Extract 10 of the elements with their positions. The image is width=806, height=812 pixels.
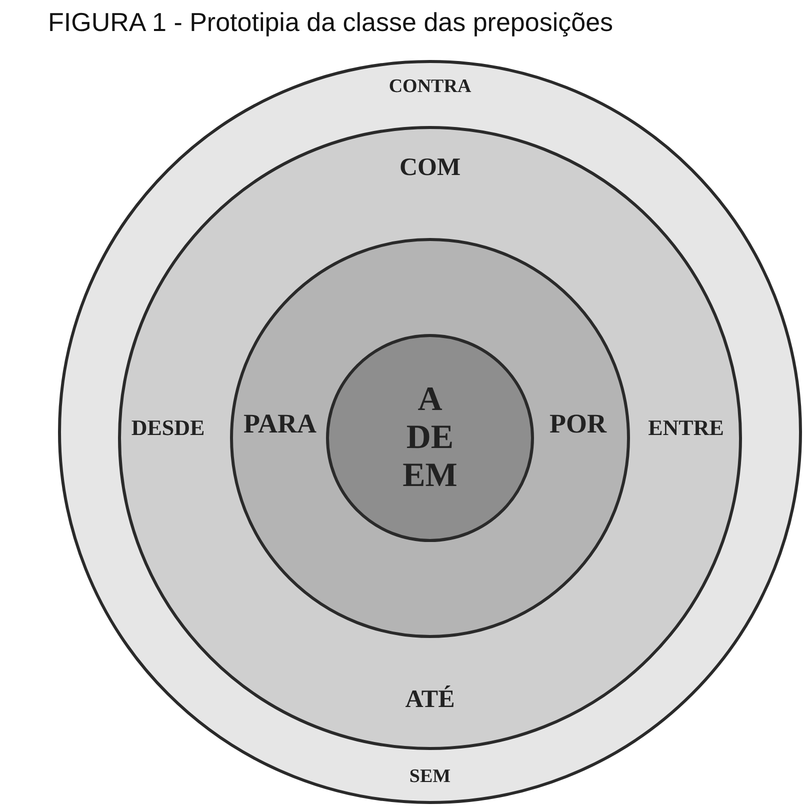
preposition-label: A DE EM bbox=[402, 381, 458, 495]
preposition-label: SEM bbox=[409, 766, 451, 788]
preposition-label: PARA bbox=[244, 408, 316, 440]
figure-title: FIGURA 1 - Prototipia da classe das preposições bbox=[48, 6, 614, 38]
preposition-label: ENTRE bbox=[648, 415, 724, 441]
preposition-label: POR bbox=[550, 408, 606, 440]
preposition-label: COM bbox=[399, 154, 461, 182]
preposition-label: DESDE bbox=[131, 415, 205, 441]
preposition-label: CONTRA bbox=[388, 76, 472, 98]
preposition-label: ATÉ bbox=[405, 686, 455, 714]
